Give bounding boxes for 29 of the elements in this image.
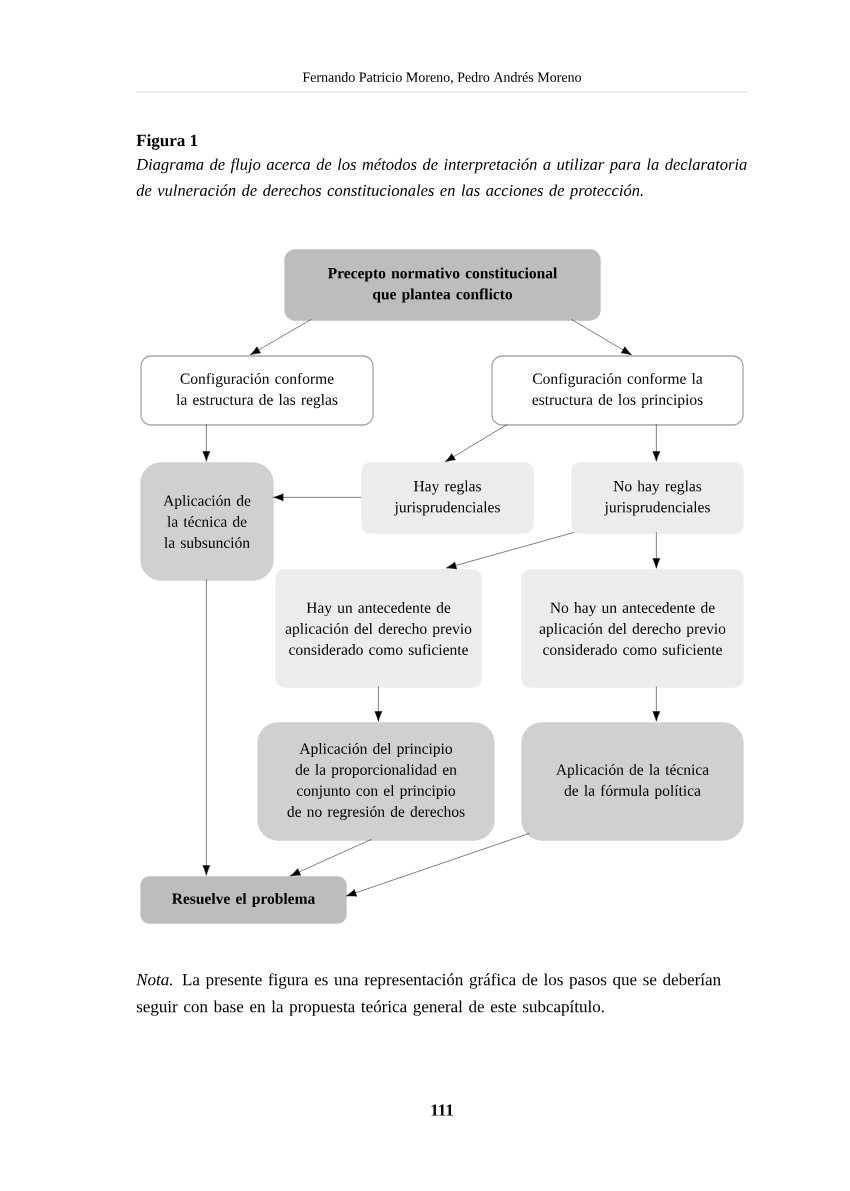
- arrow: [346, 833, 530, 897]
- process-box: Configuración conforme la estructura de los principios: [491, 355, 744, 426]
- process-box: Hay reglas jurisprudenciales: [361, 462, 534, 534]
- process-box: Aplicación de la técnica de la subsunción: [140, 462, 274, 581]
- arrow: [446, 532, 575, 570]
- process-box: Hay un antecedente de aplicación del derecho previo considerado como suficiente: [275, 569, 482, 688]
- process-box: Configuración conforme la estructura de las reglas: [140, 355, 374, 426]
- figure-title: Figura 1: [136, 134, 198, 150]
- page-number: 111: [431, 1104, 453, 1116]
- note-text: Nota. La presente figura es una representación gráfica de los pasos que se deberían seguir con base en la propuesta teórica general de este subcapítulo.: [136, 973, 721, 1016]
- arrow: [290, 839, 372, 877]
- arrow: [652, 424, 661, 462]
- process-box: No hay reglas jurisprudenciales: [571, 462, 744, 534]
- arrow: [202, 579, 211, 876]
- arrow: [652, 532, 661, 569]
- arrow: [374, 686, 383, 722]
- end-box: Resuelve el problema: [140, 876, 347, 924]
- running-header: Fernando Patricio Moreno, Pedro Andrés Moreno: [302, 72, 582, 84]
- process-box: No hay un antecedente de aplicación del derecho previo considerado como suficiente: [521, 569, 744, 688]
- figure-caption: Diagrama de flujo acerca de los métodos de interpretación a utilizar para la declaratoria de vulneración de derechos constitucionales en las acciones de protección.: [136, 158, 747, 200]
- arrow: [445, 424, 508, 463]
- arrow: [250, 319, 312, 356]
- arrow: [571, 319, 632, 356]
- arrow: [273, 493, 362, 502]
- start-box: Precepto normativo constitucional que plantea conflicto: [284, 249, 601, 321]
- arrow: [202, 424, 211, 462]
- arrow: [652, 686, 661, 722]
- process-box: Aplicación del principio de la proporcionalidad en conjunto con el principio de no regresión de derechos: [257, 722, 495, 841]
- process-box: Aplicación de la técnica de la fórmula política: [521, 722, 744, 841]
